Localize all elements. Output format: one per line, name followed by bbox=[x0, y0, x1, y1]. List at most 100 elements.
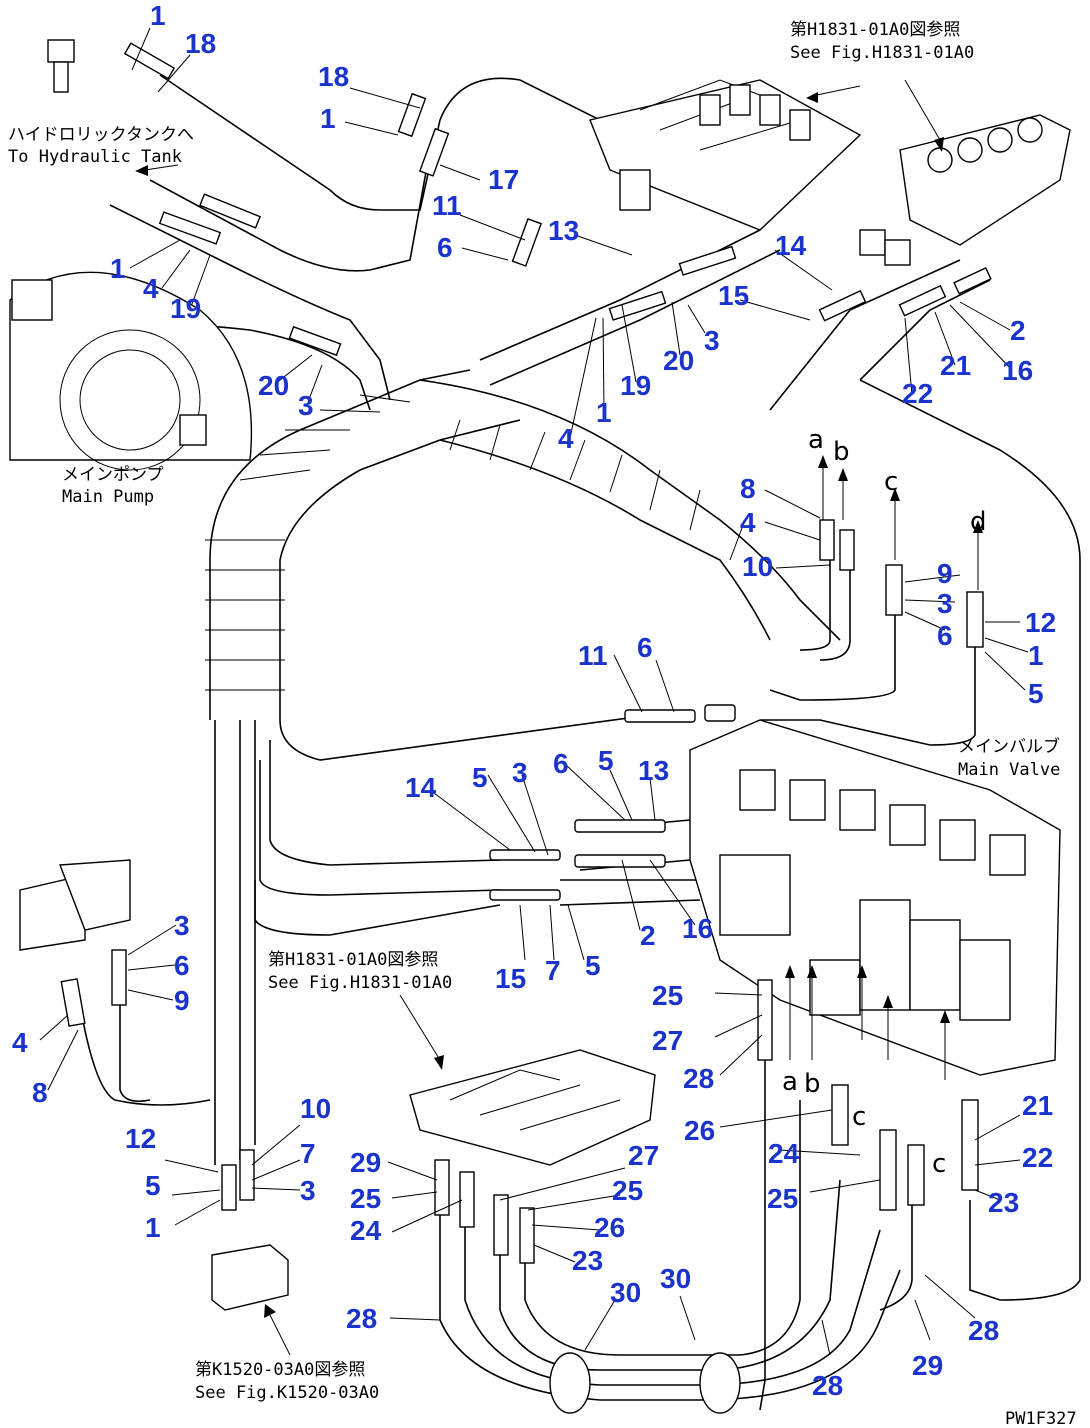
callout: 18 bbox=[185, 28, 216, 59]
piping-lines bbox=[79, 74, 1081, 1414]
callout: 9 bbox=[174, 985, 190, 1016]
callout: 6 bbox=[174, 950, 190, 981]
note-fig-h1831-mid-en: See Fig.H1831-01A0 bbox=[268, 973, 452, 993]
callout: 25 bbox=[612, 1175, 643, 1206]
callout: 1 bbox=[110, 253, 126, 284]
callout: 25 bbox=[767, 1183, 798, 1214]
callout: 8 bbox=[740, 473, 756, 504]
text-notes: 第H1831-01A0図参照 See Fig.H1831-01A0 ハイドロリッ… bbox=[8, 20, 1077, 1428]
callout: 22 bbox=[1022, 1142, 1053, 1173]
callout: 29 bbox=[912, 1350, 943, 1381]
callout: 15 bbox=[718, 280, 749, 311]
port-letter-c: c bbox=[884, 467, 898, 497]
port-letters: a b c d a b c c bbox=[782, 425, 987, 1179]
callout: 14 bbox=[405, 772, 437, 803]
callout: 10 bbox=[742, 551, 773, 582]
port-letter-a-lower: a bbox=[782, 1067, 798, 1097]
harness-wrap bbox=[205, 394, 746, 691]
callout: 7 bbox=[545, 955, 561, 986]
callout: 30 bbox=[660, 1263, 691, 1294]
main-pump bbox=[9, 271, 253, 471]
callout: 8 bbox=[32, 1077, 48, 1108]
callout: 4 bbox=[12, 1027, 28, 1058]
port-letter-b: b bbox=[833, 437, 850, 467]
callout: 2 bbox=[1010, 315, 1026, 346]
port-letter-d: d bbox=[970, 507, 987, 537]
callout: 13 bbox=[638, 755, 669, 786]
callout: 18 bbox=[318, 61, 349, 92]
callout: 3 bbox=[937, 588, 953, 619]
pilot-valve-block-top bbox=[589, 79, 862, 231]
note-main-pump-jp: メインポンプ bbox=[62, 465, 164, 485]
note-main-valve-en: Main Valve bbox=[958, 760, 1060, 780]
callout: 3 bbox=[512, 757, 528, 788]
callout: 26 bbox=[594, 1212, 625, 1243]
callout: 9 bbox=[937, 558, 953, 589]
callout: 16 bbox=[1002, 355, 1033, 386]
callout: 25 bbox=[350, 1183, 381, 1214]
note-hydraulic-tank-jp: ハイドロリックタンクへ bbox=[8, 125, 194, 145]
left-junction-block bbox=[19, 859, 131, 951]
callout: 5 bbox=[585, 950, 601, 981]
note-fig-h1831-mid-jp: 第H1831-01A0図参照 bbox=[268, 950, 438, 970]
callout: 21 bbox=[1022, 1090, 1053, 1121]
callout: 28 bbox=[346, 1303, 377, 1334]
note-fig-h1831-top-jp: 第H1831-01A0図参照 bbox=[790, 20, 960, 40]
note-fig-k1520-en: See Fig.K1520-03A0 bbox=[195, 1383, 379, 1403]
callout: 7 bbox=[300, 1138, 316, 1169]
flow-arrows bbox=[135, 79, 983, 1356]
callout: 6 bbox=[637, 632, 653, 663]
callout: 17 bbox=[488, 164, 519, 195]
callout: 12 bbox=[1025, 607, 1056, 638]
pilot-valve-block-mid bbox=[409, 1049, 656, 1166]
pilot-valve-block-right bbox=[859, 114, 1071, 266]
callout: 4 bbox=[143, 273, 159, 304]
note-hydraulic-tank-en: To Hydraulic Tank bbox=[8, 147, 182, 167]
callout: 14 bbox=[775, 230, 807, 261]
note-main-valve-jp: メインバルブ bbox=[958, 736, 1060, 757]
callout: 15 bbox=[495, 963, 526, 994]
callout: 4 bbox=[740, 507, 756, 538]
callout: 25 bbox=[652, 980, 683, 1011]
callout: 3 bbox=[704, 325, 720, 356]
callout: 11 bbox=[578, 640, 608, 671]
callout: 3 bbox=[298, 390, 314, 421]
callout: 11 bbox=[432, 190, 462, 221]
callout: 12 bbox=[125, 1123, 156, 1154]
callout: 27 bbox=[628, 1140, 659, 1171]
callout: 1 bbox=[320, 103, 336, 134]
callout: 1 bbox=[1028, 640, 1044, 671]
tank-fitting bbox=[47, 39, 75, 93]
callout: 6 bbox=[937, 620, 953, 651]
bottom-junction-block bbox=[211, 1244, 289, 1311]
callout: 22 bbox=[902, 378, 933, 409]
drawing-code: PW1F327 bbox=[1005, 1409, 1077, 1428]
callout: 23 bbox=[572, 1245, 603, 1276]
callout: 13 bbox=[548, 215, 579, 246]
callout: 24 bbox=[350, 1215, 382, 1246]
callout: 1 bbox=[596, 397, 612, 428]
callout: 5 bbox=[472, 762, 488, 793]
callout: 5 bbox=[598, 745, 614, 776]
note-fig-k1520-jp: 第K1520-03A0図参照 bbox=[195, 1360, 365, 1380]
callout: 10 bbox=[300, 1093, 331, 1124]
callout: 1 bbox=[145, 1212, 161, 1243]
callout: 2 bbox=[640, 920, 656, 951]
port-letter-a: a bbox=[808, 425, 824, 455]
callout: 27 bbox=[652, 1025, 683, 1056]
clamp-30-left bbox=[549, 1352, 591, 1414]
callout: 5 bbox=[145, 1170, 161, 1201]
leader-lines bbox=[39, 27, 1029, 1356]
callout: 1 bbox=[150, 0, 166, 31]
clamp-30-right bbox=[699, 1352, 741, 1414]
note-fig-h1831-top-en: See Fig.H1831-01A0 bbox=[790, 43, 974, 63]
components bbox=[9, 39, 1071, 1356]
part-callouts: 1 18 18 1 17 11 6 13 1 4 19 14 15 3 20 2… bbox=[12, 0, 1056, 1401]
callout: 6 bbox=[553, 748, 569, 779]
port-letter-b-lower: b bbox=[804, 1069, 821, 1099]
callout: 16 bbox=[682, 913, 713, 944]
callout: 28 bbox=[683, 1063, 714, 1094]
callout: 26 bbox=[684, 1115, 715, 1146]
